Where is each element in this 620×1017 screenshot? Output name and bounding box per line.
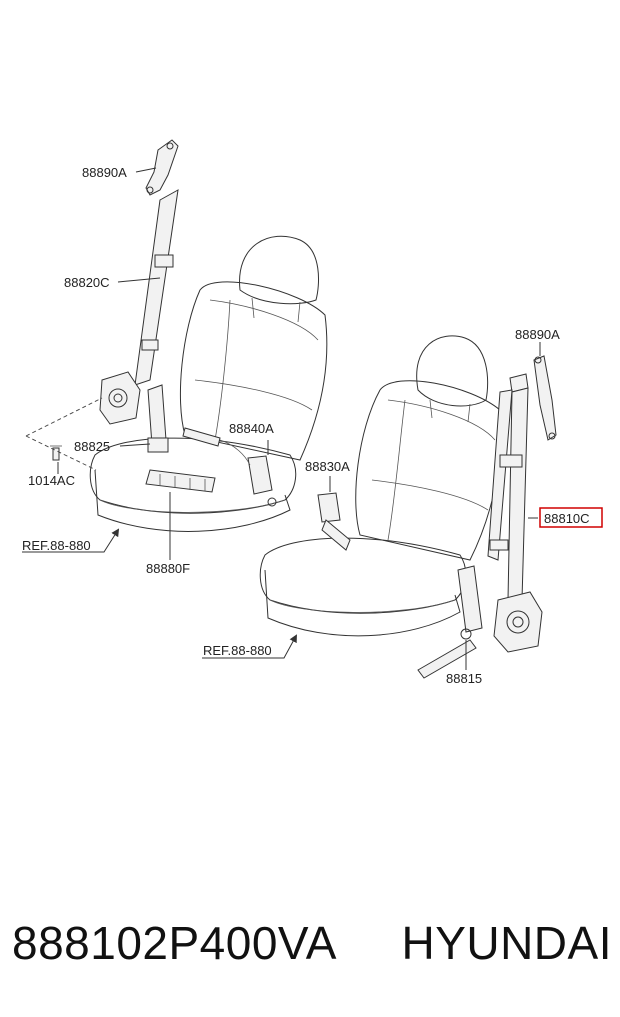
left-upper-anchor bbox=[145, 139, 179, 196]
left-belt-webbing bbox=[134, 189, 179, 386]
right-upper-anchor bbox=[533, 355, 557, 441]
label-1014AC: 1014AC bbox=[28, 473, 75, 488]
label-88820C: 88820C bbox=[64, 275, 110, 290]
label-88840A: 88840A bbox=[229, 421, 274, 436]
caption: 888102P400VA HYUNDAI bbox=[12, 912, 612, 974]
left-seat-rail bbox=[145, 469, 216, 493]
label-ref-left: REF.88-880 bbox=[22, 538, 91, 553]
part-number: 888102P400VA bbox=[12, 917, 337, 969]
label-88890A-left: 88890A bbox=[82, 165, 127, 180]
label-88890A-right: 88890A bbox=[515, 327, 560, 342]
brand-name: HYUNDAI bbox=[401, 917, 612, 969]
label-88810C: 88810C bbox=[544, 511, 590, 526]
right-retractor bbox=[493, 591, 543, 653]
label-ref-right: REF.88-880 bbox=[203, 643, 272, 658]
left-buckle-stalk bbox=[147, 384, 169, 453]
label-88830A: 88830A bbox=[305, 459, 350, 474]
label-88815: 88815 bbox=[446, 671, 482, 686]
seat-belt-parts-diagram: 88890A 88820C 88825 1014AC 88840A 88880F… bbox=[22, 139, 603, 686]
left-retractor bbox=[99, 371, 141, 425]
left-seat bbox=[89, 235, 328, 532]
right-belt-webbing bbox=[487, 373, 529, 601]
label-88825: 88825 bbox=[74, 439, 110, 454]
right-buckle-stalk bbox=[417, 565, 483, 679]
highlight-box-88810C bbox=[539, 507, 603, 528]
right-center-buckle bbox=[317, 492, 351, 551]
left-bolt-1014AC bbox=[50, 445, 62, 461]
left-buckle bbox=[182, 427, 277, 507]
leader-lines bbox=[22, 167, 541, 670]
label-88880F: 88880F bbox=[146, 561, 190, 576]
